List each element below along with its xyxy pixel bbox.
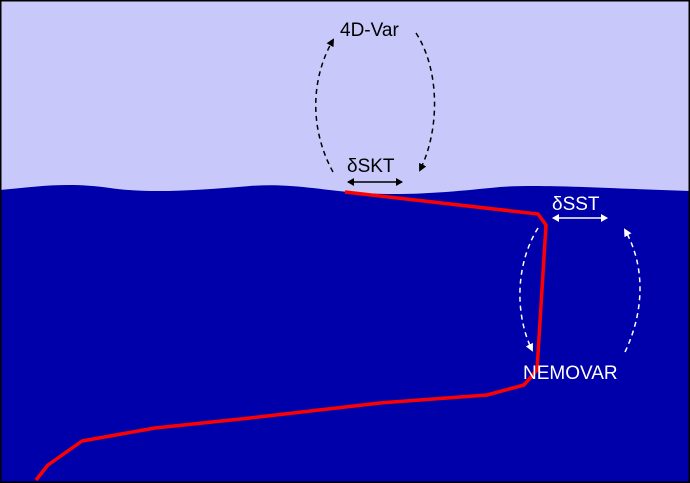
nemovar-label: NEMOVAR bbox=[523, 363, 618, 384]
temperature-profile-line bbox=[34, 190, 548, 482]
ocean-region bbox=[0, 184, 690, 483]
nemovar-loop-up-arrow bbox=[624, 228, 641, 353]
4dvar-loop-down-arrow bbox=[415, 32, 436, 172]
sst-increment-label: δSST bbox=[552, 194, 600, 215]
nemovar-loop-down-arrow bbox=[519, 227, 539, 352]
skt-increment-label: δSKT bbox=[347, 156, 395, 177]
4dvar-loop-up-arrow bbox=[315, 38, 334, 173]
4dvar-label: 4D-Var bbox=[340, 20, 399, 41]
